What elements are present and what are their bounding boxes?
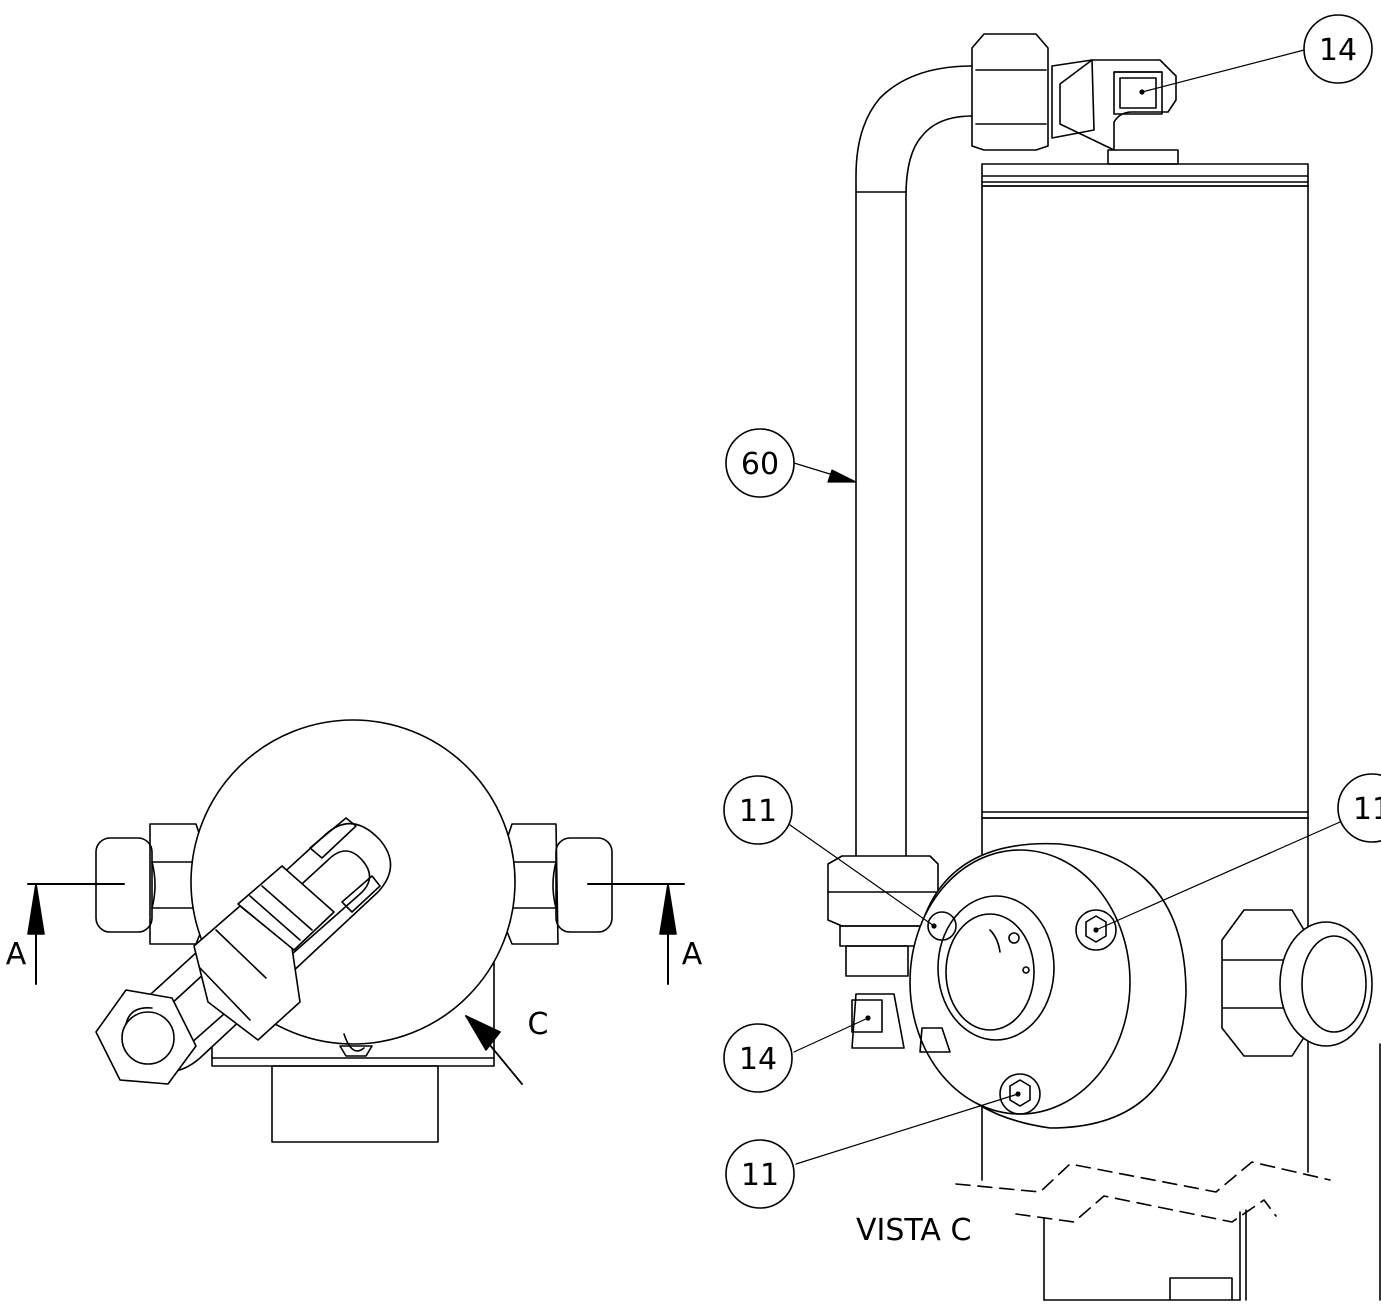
top-elbow-fitting bbox=[971, 33, 1179, 165]
balloon-11-right: 11 bbox=[1337, 773, 1381, 843]
balloon-label: 60 bbox=[741, 447, 779, 482]
flange-plate bbox=[909, 842, 1187, 1129]
balloon-label: 11 bbox=[739, 794, 777, 829]
balloon-14-bottom: 14 bbox=[723, 1023, 793, 1093]
right-side-fitting bbox=[1221, 909, 1381, 1301]
balloon-leaders bbox=[789, 48, 1341, 1165]
section-label-a-left: A bbox=[6, 937, 27, 972]
break-lines bbox=[955, 1161, 1331, 1223]
balloon-label: 11 bbox=[741, 1158, 779, 1193]
front-view bbox=[827, 33, 1381, 1301]
top-view bbox=[27, 719, 685, 1143]
balloon-label: 14 bbox=[1319, 33, 1357, 68]
balloon-label: 14 bbox=[739, 1042, 777, 1077]
section-label-a-right: A bbox=[682, 937, 703, 972]
balloon-14-top: 14 bbox=[1303, 14, 1373, 84]
view-arrow-label: C bbox=[528, 1007, 549, 1042]
view-title: VISTA C bbox=[856, 1213, 971, 1248]
cylinder-body bbox=[981, 185, 1309, 819]
balloon-60: 60 bbox=[725, 428, 795, 498]
diagonal-pipe bbox=[95, 817, 392, 1085]
lower-block bbox=[1043, 1209, 1247, 1301]
balloon-11-left: 11 bbox=[723, 775, 793, 845]
balloon-label: 11 bbox=[1353, 792, 1381, 827]
balloon-11-bottom: 11 bbox=[725, 1139, 795, 1209]
base-foot bbox=[271, 1065, 439, 1143]
tube bbox=[855, 65, 973, 859]
